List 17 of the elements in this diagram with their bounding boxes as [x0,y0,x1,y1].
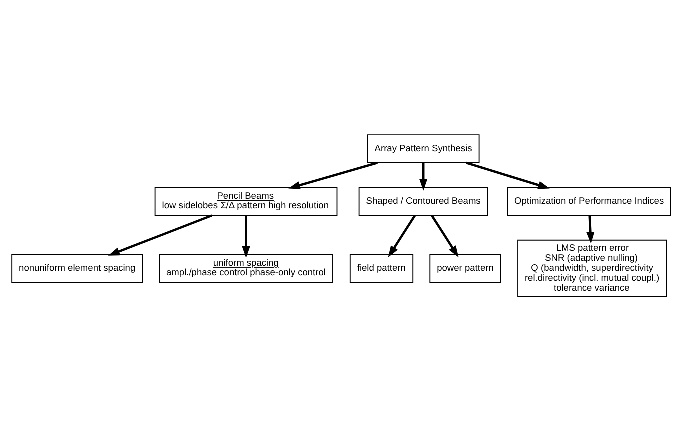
node-box: Shaped / Contoured Beams [358,186,488,216]
arrow [288,161,378,189]
node-box: Array Pattern Synthesis [367,134,480,163]
arrow [108,214,213,256]
arrow [466,161,550,189]
node-box: nonuniform element spacing [12,254,144,283]
node-box: uniform spacing ampl./phase control phase-only control [159,254,334,283]
arrow [431,214,459,258]
node-box: Optimization of Performance Indices [507,186,672,216]
node-box: Pencil Beams low sidelobes Σ/Δ pattern high resolution [154,186,338,216]
arrow [419,162,428,190]
node-box: LMS pattern error SNR (adaptive nulling) Q (bandwidth, superdirectivity rel.directivity (incl. mutual coupl.) tolerance variance [518,239,668,297]
arrow [242,215,250,258]
node-box: field pattern [350,254,414,283]
arrow [388,214,416,258]
arrow [586,215,595,244]
node-box: power pattern [430,254,502,283]
